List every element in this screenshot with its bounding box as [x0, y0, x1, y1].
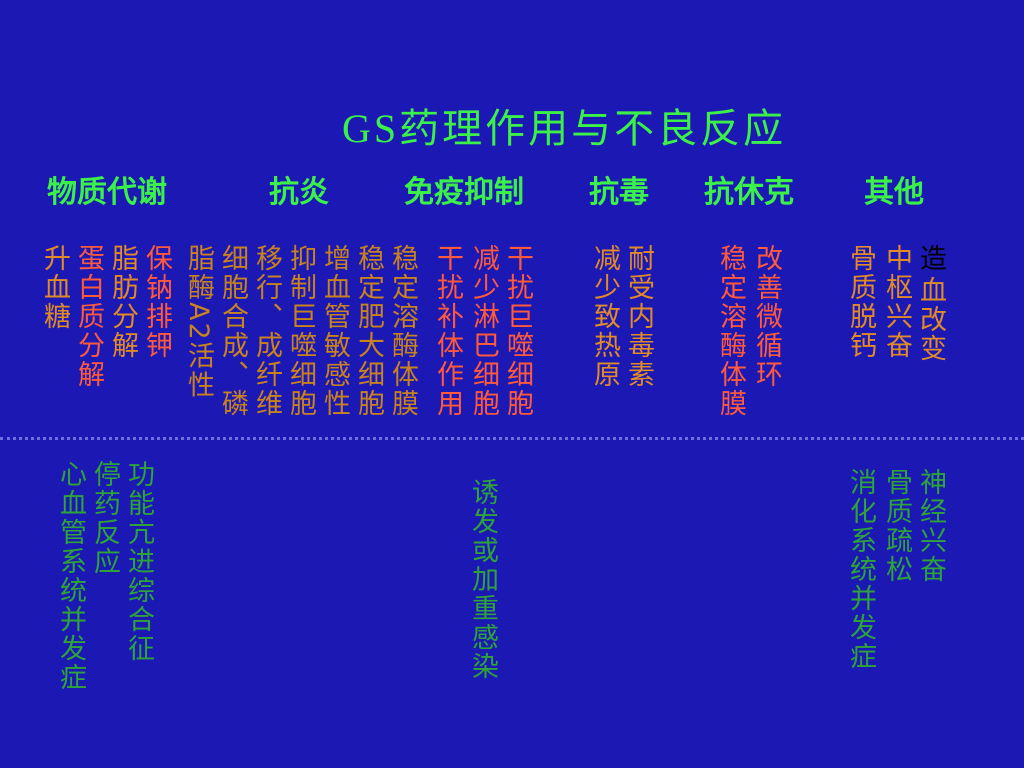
- effect-microcirculation: 改善微循环: [751, 244, 782, 389]
- category-antishock: 抗休克: [704, 175, 794, 210]
- effect-hematopoiesis-change: 血改变: [915, 276, 946, 363]
- effect-lysosome-membrane: 稳定溶酶体膜: [715, 244, 746, 418]
- effect-endotoxin-tolerance: 耐受内毒素: [623, 244, 654, 389]
- adverse-cardiovascular: 心血管系统并发症: [55, 460, 86, 692]
- adverse-neuro-excitation: 神经兴奋: [915, 468, 946, 584]
- effect-stabilize-lysosome: 稳定溶酶体膜: [387, 244, 418, 418]
- category-anti-inflammation: 抗炎: [269, 175, 329, 210]
- effect-vascular-sensitivity: 增血管敏感性: [319, 244, 350, 418]
- adverse-digestive: 消化系统并发症: [845, 468, 876, 671]
- category-metabolism: 物质代谢: [47, 175, 167, 210]
- effect-cns-excitation: 中枢兴奋: [881, 244, 912, 360]
- effect-macrophage: 干扰巨噬细胞: [502, 244, 533, 418]
- effect-bone-decalcification: 骨质脱钙: [845, 244, 876, 360]
- effect-raise-blood-sugar: 升血糖: [39, 244, 70, 331]
- adverse-osteoporosis: 骨质疏松: [881, 468, 912, 584]
- effect-inhibit-macrophage: 抑制巨噬细胞: [285, 244, 316, 418]
- category-other: 其他: [864, 175, 924, 210]
- adverse-infection: 诱发或加重感染: [467, 478, 498, 681]
- effect-sodium-retention: 保钠排钾: [141, 244, 172, 360]
- effect-stabilize-mast-cell: 稳定肥大细胞: [353, 244, 384, 418]
- adverse-withdrawal: 停药反应: [89, 460, 120, 576]
- effect-protein-catabolism: 蛋白质分解: [73, 244, 104, 389]
- adverse-hyperfunction-syndrome: 功能亢进综合征: [123, 460, 154, 663]
- effect-hematopoiesis-head: 造: [915, 244, 946, 273]
- effect-lipase-a2: 脂酶A2活性: [183, 244, 214, 400]
- effect-lipolysis: 脂肪分解: [107, 244, 138, 360]
- effect-reduce-pyrogen: 减少致热原: [589, 244, 620, 389]
- category-immunosuppression: 免疫抑制: [404, 175, 524, 210]
- section-divider: [0, 437, 1024, 440]
- effect-complement: 干扰补体作用: [432, 244, 463, 418]
- category-antitoxin: 抗毒: [589, 175, 649, 210]
- effect-cell-synthesis: 细胞合成、磷: [217, 244, 248, 418]
- page-title: GS药理作用与不良反应: [342, 106, 787, 151]
- effect-reduce-lymphocyte: 减少淋巴细胞: [468, 244, 499, 418]
- effect-migration-fibroblast: 移行、成纤维: [251, 244, 282, 418]
